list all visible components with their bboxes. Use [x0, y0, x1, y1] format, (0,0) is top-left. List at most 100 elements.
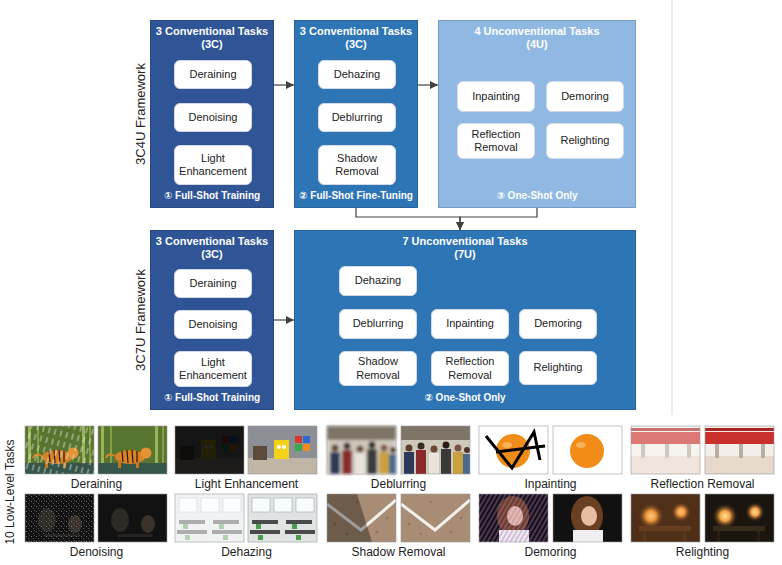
task-label: Deraining	[189, 68, 236, 81]
stage-panel: 3 Conventional Tasks (3C)① Full-Shot Tra…	[150, 20, 274, 208]
sample-image	[631, 494, 700, 542]
divider-line	[672, 0, 673, 415]
sample-image	[25, 426, 94, 474]
image-border	[98, 494, 167, 542]
task-label: Deblurring	[332, 111, 383, 124]
sample-image	[175, 494, 244, 542]
task-label: Shadow Removal	[322, 152, 392, 178]
image-border	[705, 494, 774, 542]
sample-image	[401, 426, 471, 474]
sample-image	[98, 426, 167, 474]
task-label: Relighting	[534, 361, 583, 374]
image-border	[631, 426, 700, 474]
task-label: Light Enhancement	[178, 356, 248, 382]
sample-image	[401, 494, 470, 542]
task-label: Deblurring	[353, 317, 404, 330]
sample-image	[705, 426, 774, 474]
sample-image	[631, 494, 700, 542]
sample-image	[631, 426, 700, 474]
task-box: Light Enhancement	[174, 145, 252, 185]
sample-image	[25, 426, 774, 474]
sample-image	[25, 494, 94, 542]
image-border	[175, 494, 244, 542]
task-box: Inpainting	[457, 81, 535, 112]
section-label: 3C7U Framework	[133, 245, 149, 395]
task-label: Denoising	[189, 111, 238, 124]
stage-label: ③ One-Shot Only	[496, 190, 577, 202]
task-box: Deblurring	[339, 309, 417, 339]
image-caption: Deblurring	[324, 476, 474, 492]
stage-panel: 3 Conventional Tasks (3C)② Full-Shot Fin…	[294, 20, 418, 208]
sample-image	[98, 494, 167, 542]
image-border	[327, 494, 396, 542]
sample-image	[496, 446, 545, 452]
task-box: Shadow Removal	[318, 145, 396, 185]
sample-image	[25, 494, 94, 542]
panel-title: 3 Conventional Tasks (3C)	[155, 25, 269, 51]
sample-image	[25, 494, 774, 542]
sample-image	[327, 494, 396, 542]
panel-title: 3 Conventional Tasks (3C)	[299, 25, 413, 51]
image-border	[479, 426, 548, 474]
task-label: Shadow Removal	[343, 355, 413, 381]
image-caption: Denoising	[22, 544, 172, 560]
image-border	[25, 426, 94, 474]
task-label: Deraining	[189, 277, 236, 290]
flow-arrow	[356, 208, 460, 230]
task-label: Denoising	[189, 318, 238, 331]
task-box: Relighting	[519, 351, 597, 385]
task-label: Dehazing	[355, 274, 401, 287]
image-caption: Inpainting	[476, 476, 626, 492]
section-label: 3C4U Framework	[133, 39, 149, 189]
sample-image	[705, 494, 774, 542]
panel-title: 4 Unconventional Tasks (4U)	[472, 25, 602, 51]
image-border	[553, 426, 622, 474]
image-border	[98, 426, 167, 474]
image-caption: Relighting	[628, 544, 778, 560]
task-box: Shadow Removal	[339, 351, 417, 386]
image-border	[479, 494, 548, 542]
image-caption: Reflection Removal	[628, 476, 778, 492]
image-border	[248, 494, 317, 542]
flow-arrow	[460, 208, 537, 230]
image-border	[705, 426, 774, 474]
image-caption: Light Enhancement	[172, 476, 322, 492]
sample-image	[327, 426, 397, 474]
flow-arrow	[274, 84, 294, 85]
sample-image	[175, 426, 244, 474]
panel-title: 7 Unconventional Tasks (7U)	[400, 235, 530, 261]
task-box: Light Enhancement	[174, 351, 252, 387]
image-border	[327, 426, 396, 474]
task-box: Denoising	[174, 103, 252, 132]
sample-image	[327, 494, 372, 542]
task-label: Demoring	[561, 90, 609, 103]
task-box: Deblurring	[318, 103, 396, 132]
task-box: Reflection Removal	[431, 351, 509, 386]
task-box: Deraining	[174, 60, 252, 89]
stage-panel: 7 Unconventional Tasks (7U) ② One-Shot On…	[294, 230, 636, 410]
sample-image	[248, 426, 317, 474]
flow-arrow	[274, 319, 294, 320]
sample-image	[479, 494, 548, 542]
sample-image	[25, 426, 94, 474]
task-label: Dehazing	[334, 68, 380, 81]
image-caption: Demoring	[476, 544, 626, 560]
image-border	[553, 494, 622, 542]
task-box: Denoising	[174, 310, 252, 339]
task-box: Demoring	[519, 309, 597, 339]
image-border	[401, 426, 470, 474]
sample-image	[175, 426, 244, 474]
stage-panel: 3 Conventional Tasks (3C)① Full-Shot Tra…	[150, 230, 274, 410]
image-border	[401, 494, 470, 542]
task-box: Dehazing	[318, 60, 396, 89]
task-box: Reflection Removal	[457, 123, 535, 159]
sample-image	[553, 494, 622, 542]
task-box: Demoring	[546, 81, 624, 112]
stage-label: ② One-Shot Only	[424, 392, 505, 404]
task-label: Inpainting	[472, 90, 520, 103]
task-label: Reflection Removal	[435, 355, 505, 381]
stage-panel: 4 Unconventional Tasks (4U) ③ One-Shot On…	[438, 20, 636, 208]
sample-image	[175, 494, 244, 542]
task-box: Dehazing	[339, 266, 417, 296]
